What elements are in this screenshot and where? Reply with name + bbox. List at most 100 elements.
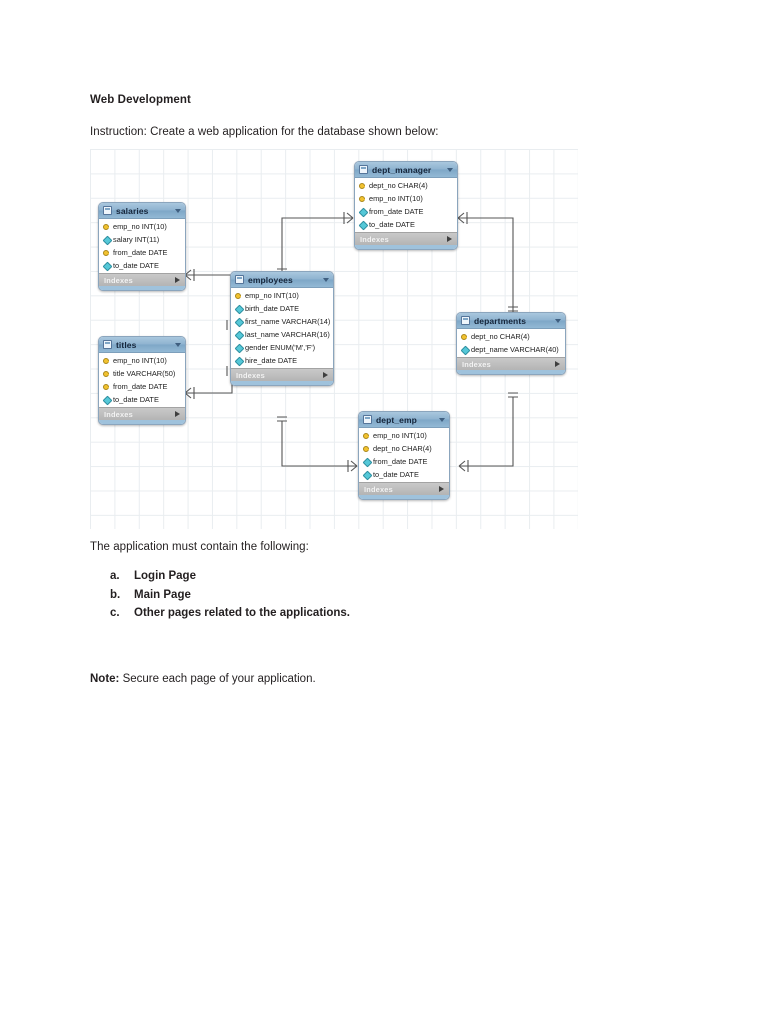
table-name: titles	[116, 339, 137, 350]
list-item-label: Other pages related to the applications.	[134, 607, 350, 619]
table-header[interactable]: dept_emp	[359, 412, 449, 428]
note-paragraph: Note: Secure each page of your applicati…	[90, 673, 316, 685]
column-label: to_date DATE	[369, 220, 415, 229]
column-list: dept_no CHAR(4) emp_no INT(10) from_date…	[355, 178, 457, 232]
table-column: emp_no INT(10)	[99, 354, 185, 367]
column-label: from_date DATE	[113, 248, 168, 257]
column-label: from_date DATE	[113, 382, 168, 391]
field-icon	[103, 396, 110, 403]
table-base	[99, 420, 185, 424]
primary-key-icon	[359, 195, 366, 202]
column-label: emp_no INT(10)	[113, 222, 167, 231]
column-label: emp_no INT(10)	[113, 356, 167, 365]
chevron-down-icon[interactable]	[447, 167, 453, 172]
table-base	[457, 370, 565, 374]
primary-key-icon	[103, 249, 110, 256]
table-column: salary INT(11)	[99, 233, 185, 246]
table-column: dept_no CHAR(4)	[359, 442, 449, 455]
table-name: employees	[248, 274, 293, 285]
column-label: title VARCHAR(50)	[113, 369, 176, 378]
column-label: dept_no CHAR(4)	[373, 444, 432, 453]
table-header[interactable]: titles	[99, 337, 185, 353]
expand-triangle-icon[interactable]	[439, 486, 444, 492]
table-column: emp_no INT(10)	[231, 289, 333, 302]
expand-triangle-icon[interactable]	[175, 277, 180, 283]
field-icon	[103, 262, 110, 269]
expand-triangle-icon[interactable]	[175, 411, 180, 417]
chevron-down-icon[interactable]	[175, 342, 181, 347]
table-header[interactable]: salaries	[99, 203, 185, 219]
chevron-down-icon[interactable]	[439, 417, 445, 422]
field-icon	[359, 208, 366, 215]
column-label: emp_no INT(10)	[369, 194, 423, 203]
table-column: hire_date DATE	[231, 354, 333, 367]
table-header[interactable]: dept_manager	[355, 162, 457, 178]
table-column: birth_date DATE	[231, 302, 333, 315]
column-label: first_name VARCHAR(14)	[245, 317, 331, 326]
list-marker: c.	[110, 607, 120, 619]
expand-triangle-icon[interactable]	[323, 372, 328, 378]
field-icon	[235, 305, 242, 312]
list-item-label: Main Page	[134, 588, 191, 601]
field-icon	[235, 331, 242, 338]
expand-triangle-icon[interactable]	[555, 361, 560, 367]
indexes-section[interactable]: Indexes	[231, 368, 333, 381]
erd-table-salaries[interactable]: salaries emp_no INT(10) salary INT(11) f…	[98, 202, 186, 291]
table-name: departments	[474, 315, 527, 326]
page-title: Web Development	[90, 94, 191, 106]
table-icon	[235, 275, 244, 284]
erd-table-employees[interactable]: employees emp_no INT(10) birth_date DATE…	[230, 271, 334, 386]
column-label: to_date DATE	[113, 395, 159, 404]
field-icon	[359, 221, 366, 228]
column-label: from_date DATE	[373, 457, 428, 466]
field-icon	[235, 318, 242, 325]
table-name: salaries	[116, 205, 149, 216]
table-column: from_date DATE	[99, 380, 185, 393]
erd-table-departments[interactable]: departments dept_no CHAR(4) dept_name VA…	[456, 312, 566, 375]
table-column: gender ENUM('M','F')	[231, 341, 333, 354]
field-icon	[103, 236, 110, 243]
table-column: last_name VARCHAR(16)	[231, 328, 333, 341]
table-column: from_date DATE	[355, 205, 457, 218]
indexes-section[interactable]: Indexes	[355, 232, 457, 245]
expand-triangle-icon[interactable]	[447, 236, 452, 242]
table-column: to_date DATE	[359, 468, 449, 481]
indexes-label: Indexes	[360, 234, 389, 244]
table-column: to_date DATE	[355, 218, 457, 231]
note-label: Note:	[90, 673, 120, 685]
list-item: a. Login Page	[110, 570, 350, 582]
indexes-label: Indexes	[104, 409, 133, 419]
chevron-down-icon[interactable]	[175, 208, 181, 213]
table-base	[231, 381, 333, 385]
column-list: emp_no INT(10) dept_no CHAR(4) from_date…	[359, 428, 449, 482]
table-name: dept_manager	[372, 164, 432, 175]
table-column: title VARCHAR(50)	[99, 367, 185, 380]
field-icon	[363, 471, 370, 478]
column-list: dept_no CHAR(4) dept_name VARCHAR(40)	[457, 329, 565, 357]
chevron-down-icon[interactable]	[323, 277, 329, 282]
primary-key-icon	[103, 357, 110, 364]
table-header[interactable]: departments	[457, 313, 565, 329]
chevron-down-icon[interactable]	[555, 318, 561, 323]
indexes-section[interactable]: Indexes	[457, 357, 565, 370]
table-column: from_date DATE	[99, 246, 185, 259]
indexes-section[interactable]: Indexes	[359, 482, 449, 495]
primary-key-icon	[235, 292, 242, 299]
primary-key-icon	[103, 383, 110, 390]
indexes-section[interactable]: Indexes	[99, 407, 185, 420]
erd-table-titles[interactable]: titles emp_no INT(10) title VARCHAR(50) …	[98, 336, 186, 425]
table-header[interactable]: employees	[231, 272, 333, 288]
indexes-section[interactable]: Indexes	[99, 273, 185, 286]
column-label: from_date DATE	[369, 207, 424, 216]
er-diagram-canvas: salaries emp_no INT(10) salary INT(11) f…	[90, 149, 578, 529]
erd-table-dept-emp[interactable]: dept_emp emp_no INT(10) dept_no CHAR(4) …	[358, 411, 450, 500]
table-column: from_date DATE	[359, 455, 449, 468]
primary-key-icon	[461, 333, 468, 340]
column-label: dept_no CHAR(4)	[471, 332, 530, 341]
list-item-label: Login Page	[134, 570, 196, 582]
column-label: to_date DATE	[373, 470, 419, 479]
table-icon	[359, 165, 368, 174]
erd-table-dept-manager[interactable]: dept_manager dept_no CHAR(4) emp_no INT(…	[354, 161, 458, 250]
table-column: to_date DATE	[99, 393, 185, 406]
column-label: salary INT(11)	[113, 235, 160, 244]
